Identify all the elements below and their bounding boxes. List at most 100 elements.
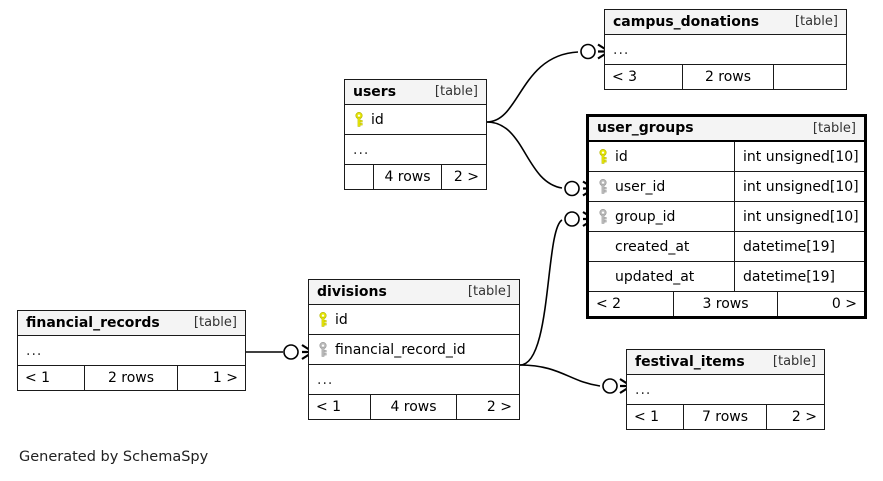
edge-users-user-groups (486, 121, 563, 189)
column-cell: id (345, 112, 486, 128)
column-name: ... (635, 381, 652, 398)
column-name: id (335, 311, 348, 328)
table-tag: [table] (434, 84, 478, 99)
table-footer-festival-items: < 1 7 rows 2 > (627, 405, 824, 429)
primary-key-icon (355, 111, 363, 127)
edge-endpoint-optional-circle (564, 211, 580, 227)
column-name: ... (317, 371, 334, 388)
footer-children-count: 2 > (791, 409, 817, 425)
footer-parents-count: < 2 (589, 292, 674, 316)
column-name: user_id (615, 178, 666, 195)
column-type: datetime[19] (734, 232, 864, 261)
column-name: id (615, 148, 628, 165)
table-row: user_id int unsigned[10] (589, 172, 864, 202)
column-cell: financial_record_id (309, 342, 519, 358)
footer-parents-count: < 1 (309, 395, 371, 419)
table-name: users (353, 83, 397, 100)
table-name: financial_records (26, 314, 160, 331)
footer-row-count: 4 rows (371, 395, 457, 419)
footer-children-count: 0 > (831, 296, 857, 312)
table-title-user-groups: user_groups [table] (589, 117, 864, 142)
column-name: updated_at (615, 268, 695, 285)
table-row: id (345, 105, 486, 135)
table-row: id int unsigned[10] (589, 142, 864, 172)
column-type: int unsigned[10] (734, 202, 864, 231)
table-tag: [table] (812, 120, 856, 136)
column-cell: id (589, 149, 734, 165)
column-cell: group_id (589, 209, 734, 225)
table-title-users: users [table] (345, 80, 486, 105)
generated-by-caption: Generated by SchemaSpy (19, 449, 209, 465)
footer-children-count: 2 > (486, 399, 512, 415)
edge-endpoint-optional-circle (564, 180, 580, 197)
table-row: ... (605, 35, 846, 65)
edge-users-campus-donations (486, 51, 579, 123)
table-footer-divisions: < 1 4 rows 2 > (309, 395, 519, 419)
primary-key-icon (599, 148, 607, 164)
edge-endpoint-optional-circle (580, 43, 596, 60)
table-title-financial-records: financial_records [table] (18, 311, 245, 336)
footer-row-count: 7 rows (684, 405, 767, 429)
primary-key-icon (319, 311, 327, 327)
table-title-campus-donations: campus_donations [table] (605, 10, 846, 35)
footer-row-count: 4 rows (374, 165, 442, 189)
column-type: int unsigned[10] (734, 142, 864, 171)
footer-children-count: 1 > (212, 370, 238, 386)
column-name: ... (613, 41, 630, 58)
table-columns: ... (605, 35, 846, 65)
footer-row-count: 2 rows (683, 65, 774, 89)
table-name: user_groups (597, 120, 694, 136)
edge-divisions-festival-items (519, 364, 601, 387)
column-cell: id (309, 312, 519, 328)
table-row: updated_at datetime[19] (589, 262, 864, 292)
foreign-key-icon (599, 208, 607, 224)
edge-endpoint-optional-circle (283, 344, 299, 360)
table-row: created_at datetime[19] (589, 232, 864, 262)
table-row: ... (309, 365, 519, 395)
foreign-key-icon (319, 341, 327, 357)
footer-parents-count (345, 165, 374, 189)
table-row: ... (18, 336, 245, 366)
table-title-divisions: divisions [table] (309, 280, 519, 305)
table-name: divisions (317, 283, 387, 300)
table-row: group_id int unsigned[10] (589, 202, 864, 232)
table-tag: [table] (794, 14, 838, 29)
table-footer-users: 4 rows 2 > (345, 165, 486, 189)
table-columns: ... (18, 336, 245, 366)
table-title-festival-items: festival_items [table] (627, 350, 824, 375)
table-columns: id int unsigned[10] user_id int unsigned… (589, 142, 864, 292)
footer-row-count: 2 rows (85, 366, 178, 390)
column-type: int unsigned[10] (734, 172, 864, 201)
table-row: ... (627, 375, 824, 405)
footer-parents-count: < 1 (627, 405, 684, 429)
column-name: ... (353, 141, 370, 158)
table-node-campus-donations[interactable]: campus_donations [table] ... < 3 2 rows (604, 9, 847, 90)
table-node-festival-items[interactable]: festival_items [table] ... < 1 7 rows 2 … (626, 349, 825, 430)
table-columns: id ... (345, 105, 486, 165)
column-name: created_at (615, 238, 690, 255)
edge-endpoint-optional-circle (602, 378, 618, 394)
table-footer-campus-donations: < 3 2 rows (605, 65, 846, 89)
table-footer-user-groups: < 2 3 rows 0 > (589, 292, 864, 316)
column-name: id (371, 111, 384, 128)
column-name: group_id (615, 208, 676, 225)
table-tag: [table] (193, 315, 237, 330)
table-row: id (309, 305, 519, 335)
table-tag: [table] (772, 354, 816, 369)
table-node-users[interactable]: users [table] id ... (344, 79, 487, 190)
footer-parents-count: < 1 (18, 366, 85, 390)
table-node-financial-records[interactable]: financial_records [table] ... < 1 2 rows… (17, 310, 246, 391)
table-name: festival_items (635, 353, 745, 370)
edge-divisions-user-groups (519, 219, 563, 366)
table-footer-financial-records: < 1 2 rows 1 > (18, 366, 245, 390)
table-tag: [table] (467, 284, 511, 299)
footer-parents-count: < 3 (605, 65, 683, 89)
column-cell: user_id (589, 179, 734, 195)
table-node-user-groups[interactable]: user_groups [table] id int unsigned[10] (586, 114, 867, 319)
footer-children-count (774, 65, 846, 89)
table-row: financial_record_id (309, 335, 519, 365)
column-type: datetime[19] (734, 262, 864, 291)
table-node-divisions[interactable]: divisions [table] id (308, 279, 520, 420)
table-row: ... (345, 135, 486, 165)
